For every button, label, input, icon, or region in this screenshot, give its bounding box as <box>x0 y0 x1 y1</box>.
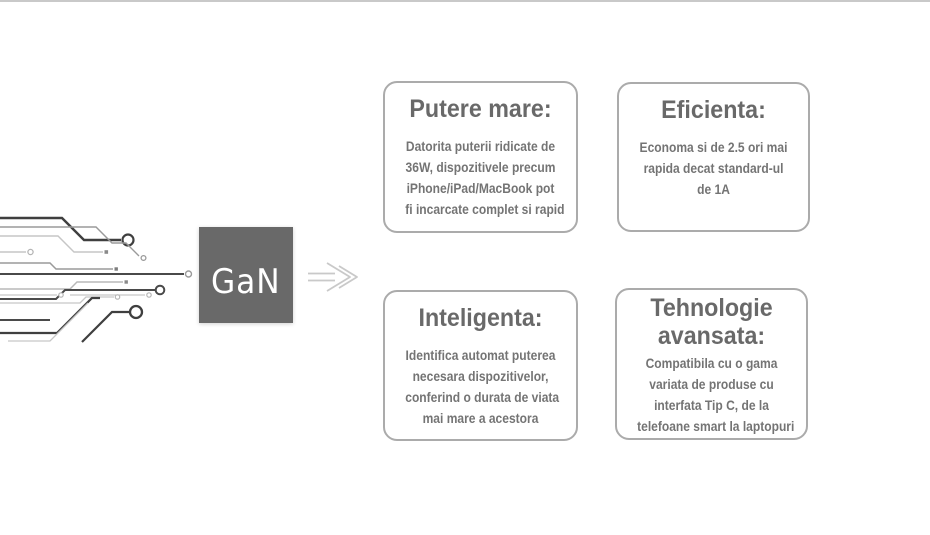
circuit-traces-icon <box>0 216 193 343</box>
card-title: Inteligenta: <box>418 304 543 332</box>
gan-logo: GaN <box>199 227 293 323</box>
feature-card-inteligenta: Inteligenta: Identifica automat puterea … <box>383 290 578 441</box>
card-title: Eficienta: <box>661 96 766 124</box>
card-body: Economa si de 2.5 ori mai rapida decat s… <box>639 138 788 197</box>
feature-card-tehnologie-avansata: Tehnologie avansata: Compatibila cu o ga… <box>615 288 808 440</box>
card-body: Datorita puterii ridicate de 36W, dispoz… <box>405 137 565 217</box>
card-title: Tehnologie avansata: <box>650 294 773 350</box>
card-title: Putere mare: <box>409 95 552 123</box>
top-border-line <box>0 0 930 2</box>
card-body: Compatibila cu o gama variata de produse… <box>637 355 795 434</box>
double-arrow-right-icon <box>308 262 358 292</box>
feature-card-putere-mare: Putere mare: Datorita puterii ridicate d… <box>383 81 578 233</box>
gan-logo-label: GaN <box>211 262 281 302</box>
card-body: Identifica automat puterea necesara disp… <box>405 346 560 426</box>
feature-card-eficienta: Eficienta: Economa si de 2.5 ori mai rap… <box>617 82 810 232</box>
